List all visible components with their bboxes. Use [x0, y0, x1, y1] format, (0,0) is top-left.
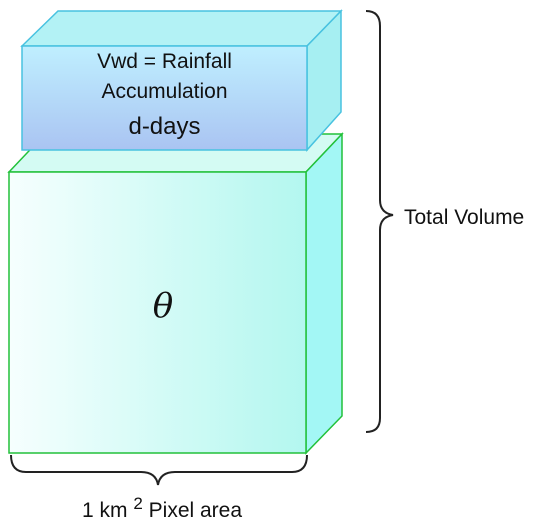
rainfall-accumulation-label: Accumulation: [101, 80, 228, 103]
rain-block-front-face: [21, 45, 308, 151]
pixel-area-label: 1 km 2 Pixel area: [82, 494, 242, 523]
pixel-area-brace: [10, 454, 308, 486]
pixel-area-exponent: 2: [133, 494, 143, 513]
total-volume-label: Total Volume: [404, 206, 525, 229]
soil-volume-block: [7, 132, 344, 455]
pixel-area-prefix: 1 km: [82, 499, 134, 522]
rain-block-top-face: [20, 10, 343, 47]
soil-moisture-symbol: θ: [152, 286, 174, 326]
rainfall-days-label: d-days: [128, 113, 201, 140]
soil-block-front-face: [8, 171, 307, 454]
pixel-area-suffix: Pixel area: [142, 499, 243, 522]
rainfall-formula-label: Vwd = Rainfall: [97, 50, 232, 73]
soil-block-side-face: [305, 132, 343, 455]
total-volume-brace: [365, 10, 394, 433]
rainfall-volume-block: [20, 9, 343, 152]
